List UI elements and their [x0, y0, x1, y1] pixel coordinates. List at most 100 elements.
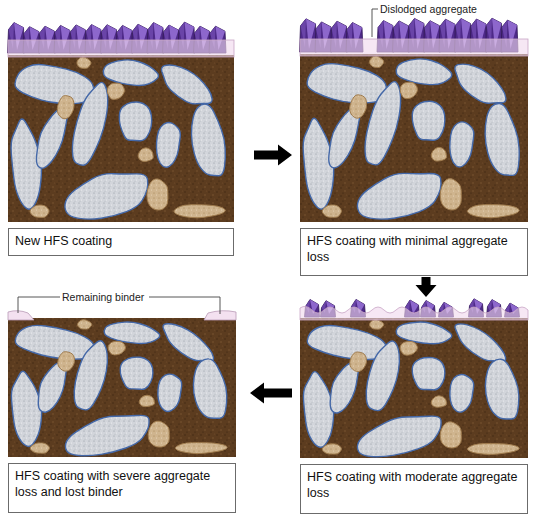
caption-text: HFS coating with minimal aggregate loss [307, 233, 521, 265]
fine-aggregate [370, 56, 384, 67]
remaining-binder [204, 311, 236, 320]
process-panel: HFS coating with moderate aggregate loss [300, 298, 528, 514]
aggregate-group [303, 320, 519, 457]
fine-aggregate [350, 352, 367, 372]
pavement-section [300, 298, 528, 458]
coarse-aggregate [103, 60, 158, 86]
coarse-aggregate [366, 341, 399, 411]
coarse-aggregate [162, 65, 213, 104]
fine-aggregate [370, 320, 384, 329]
asphalt-matrix [8, 318, 236, 457]
coarse-aggregate [485, 103, 519, 175]
coarse-aggregate [74, 341, 107, 410]
coarse-aggregate [485, 359, 518, 419]
fine-aggregate [400, 82, 417, 98]
caption-box: HFS coating with moderate aggregate loss [300, 464, 528, 514]
coarse-aggregate [357, 173, 441, 219]
asphalt-matrix [300, 54, 528, 222]
coarse-aggregate [307, 64, 386, 103]
fine-aggregate [30, 205, 49, 217]
fine-aggregate [30, 443, 49, 453]
caption-text: HFS coating with moderate aggregate loss [307, 469, 521, 501]
flow-arrow [250, 383, 292, 404]
coarse-aggregate [191, 104, 225, 176]
coarse-aggregate [396, 322, 452, 344]
coarse-aggregate [65, 174, 148, 219]
fine-aggregate [57, 96, 74, 119]
coarse-aggregate [412, 101, 445, 140]
fine-aggregate [107, 83, 124, 99]
fine-aggregate [431, 396, 446, 407]
coarse-aggregate [455, 324, 506, 361]
hfs-binder [300, 306, 528, 320]
coarse-aggregate [450, 122, 474, 167]
fine-aggregate [147, 179, 168, 210]
asphalt-matrix [300, 318, 528, 458]
fine-aggregate [58, 352, 75, 371]
callout-label: Remaining binder [62, 291, 144, 304]
flow-arrow [254, 145, 292, 166]
coarse-aggregate [15, 325, 94, 359]
fine-aggregate [431, 147, 446, 161]
process-panel: New HFS coating [8, 22, 234, 256]
process-panel: HFS coating with minimal aggregate loss [300, 18, 528, 276]
coarse-aggregate [412, 357, 445, 389]
aggregate-group [11, 320, 227, 456]
hfs-binder [300, 39, 528, 56]
coarse-aggregate [163, 324, 214, 361]
fine-aggregate [440, 179, 461, 210]
coarse-aggregate [303, 372, 333, 448]
leader-line [18, 297, 60, 313]
flow-arrow [416, 277, 437, 297]
fine-aggregate [139, 395, 154, 406]
callout-label: Dislodged aggregate [380, 3, 477, 16]
coarse-aggregate [119, 102, 151, 141]
fine-aggregate [175, 443, 227, 454]
pavement-section [8, 305, 236, 457]
coarse-aggregate [193, 359, 226, 418]
coarse-aggregate [450, 375, 474, 413]
fine-aggregate [138, 148, 153, 162]
pavement-section [300, 18, 528, 222]
coarse-aggregate [307, 325, 386, 359]
coarse-aggregate [104, 322, 160, 344]
coarse-aggregate [72, 82, 107, 165]
process-panel: HFS coating with severe aggregate loss a… [8, 305, 236, 513]
coarse-aggregate [396, 59, 452, 85]
fine-aggregate [350, 95, 367, 118]
caption-box: HFS coating with severe aggregate loss a… [8, 463, 236, 513]
caption-box: New HFS coating [8, 228, 234, 256]
leader-line [372, 9, 378, 37]
coarse-aggregate [365, 82, 401, 165]
fine-aggregate [77, 57, 91, 68]
fine-aggregate [108, 341, 125, 354]
leader-line [149, 297, 220, 314]
fine-aggregate [467, 205, 519, 218]
fine-aggregate [148, 421, 169, 447]
coarse-aggregate [156, 122, 180, 167]
fine-aggregate [322, 205, 341, 217]
coarse-aggregate [158, 374, 182, 411]
aggregate-group [11, 57, 225, 219]
aggregate-group [303, 56, 519, 219]
coarse-aggregate [11, 371, 41, 446]
remaining-binder [8, 311, 34, 320]
fine-aggregate [440, 422, 461, 448]
coarse-aggregate [120, 357, 153, 389]
fine-aggregate [467, 444, 519, 455]
coarse-aggregate [357, 416, 441, 457]
fine-aggregate [400, 342, 417, 356]
hfs-binder [8, 40, 234, 57]
fine-aggregate [78, 320, 92, 329]
pavement-section [8, 22, 234, 222]
coarse-aggregate [65, 415, 149, 455]
fine-aggregate [322, 444, 341, 454]
caption-text: New HFS coating [15, 233, 227, 249]
fine-aggregate [174, 205, 225, 218]
coarse-aggregate [455, 64, 506, 103]
caption-box: HFS coating with minimal aggregate loss [300, 228, 528, 276]
asphalt-matrix [8, 55, 234, 222]
coarse-aggregate [15, 65, 94, 104]
caption-text: HFS coating with severe aggregate loss a… [15, 468, 229, 500]
